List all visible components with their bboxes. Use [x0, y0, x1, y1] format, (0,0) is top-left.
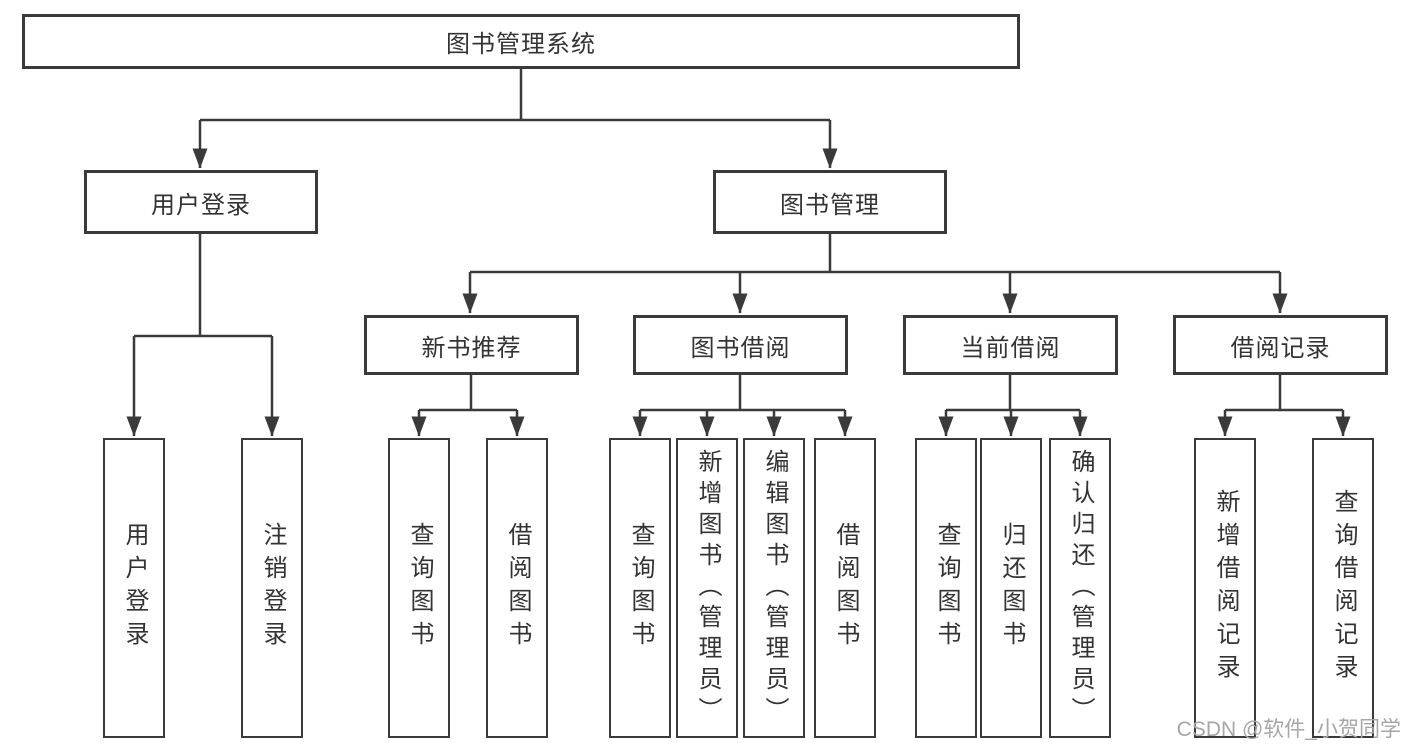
connector-new-book-recommend-children [411, 375, 525, 437]
node-book-management-module: 图书管理 [713, 170, 947, 234]
node-label: 新书推荐 [421, 334, 522, 362]
node-label: 用户登录 [151, 191, 251, 219]
leaf-borrow-add-books-admin: 新增图书（管理员） [676, 438, 738, 738]
node-current-borrowing: 当前借阅 [903, 315, 1118, 375]
leaf-records-query-record: 查询借阅记录 [1312, 438, 1374, 738]
leaf-recommend-borrow-books: 借阅图书 [486, 438, 548, 738]
leaf-label: 借阅图书 [504, 522, 531, 654]
node-label: 图书管理系统 [446, 31, 596, 58]
connector-book-management-children [462, 234, 1288, 314]
connector-user-login-children [126, 234, 280, 437]
connector-borrow-records-children [1217, 375, 1351, 437]
node-label: 图书借阅 [690, 334, 791, 362]
leaf-label: 查询图书 [933, 522, 960, 654]
leaf-label: 注销登录 [259, 522, 286, 654]
node-user-login-module: 用户登录 [84, 170, 318, 234]
node-borrow-records: 借阅记录 [1173, 315, 1388, 375]
node-label: 图书管理 [780, 191, 880, 219]
node-new-book-recommend: 新书推荐 [364, 315, 579, 375]
leaf-label: 用户登录 [121, 522, 148, 654]
connector-book-borrowing-children [632, 375, 853, 437]
leaf-label: 新增图书（管理员） [694, 448, 721, 728]
leaf-label: 查询图书 [627, 522, 654, 654]
node-label: 当前借阅 [960, 334, 1061, 362]
leaf-records-add-record: 新增借阅记录 [1194, 438, 1256, 738]
leaf-logout: 注销登录 [241, 438, 303, 738]
node-label: 借阅记录 [1230, 334, 1331, 362]
leaf-label: 新增借阅记录 [1212, 489, 1239, 687]
leaf-current-confirm-return-admin: 确认归还（管理员） [1049, 438, 1111, 738]
leaf-label: 查询借阅记录 [1330, 489, 1357, 687]
leaf-label: 编辑图书（管理员） [761, 448, 788, 728]
leaf-borrow-edit-books-admin: 编辑图书（管理员） [743, 438, 805, 738]
connector-current-borrowing-children [938, 375, 1088, 437]
leaf-borrow-query-books: 查询图书 [609, 438, 671, 738]
leaf-borrow-borrow-books: 借阅图书 [814, 438, 876, 738]
node-library-management-system: 图书管理系统 [22, 14, 1020, 69]
leaf-label: 归还图书 [998, 522, 1025, 654]
leaf-current-query-books: 查询图书 [915, 438, 977, 738]
leaf-recommend-query-books: 查询图书 [388, 438, 450, 738]
connector-root-to-level2 [192, 69, 838, 169]
leaf-label: 确认归还（管理员） [1067, 448, 1094, 728]
leaf-user-login: 用户登录 [103, 438, 165, 738]
csdn-watermark: CSDN @软件_小贺同学 [1176, 718, 1401, 741]
node-book-borrowing: 图书借阅 [633, 315, 848, 375]
leaf-current-return-books: 归还图书 [980, 438, 1042, 738]
leaf-label: 查询图书 [406, 522, 433, 654]
leaf-label: 借阅图书 [832, 522, 859, 654]
